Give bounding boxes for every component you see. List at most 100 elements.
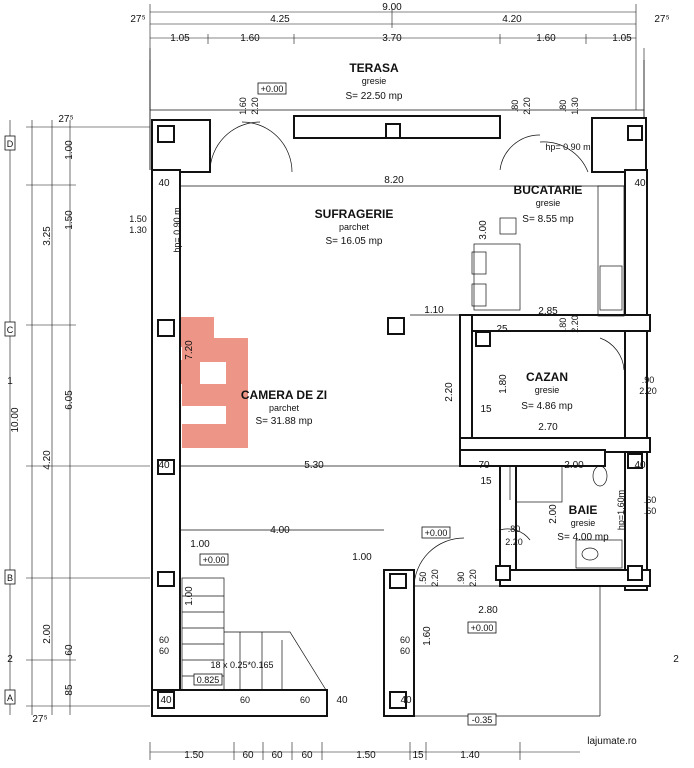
dim-300: 3.00: [478, 220, 489, 240]
dim-bottom-0: 1.50: [184, 750, 204, 761]
room-area-camera: S= 31.88 mp: [256, 416, 313, 427]
door-terrace-w: 1.60: [238, 97, 248, 115]
bottom-dimension-lines: [149, 742, 580, 760]
dim-40-1: 40: [634, 178, 646, 189]
left-dimension-lines: [9, 120, 150, 715]
room-area-baie: S= 4.00 mp: [557, 532, 609, 543]
dim-200-v: 2.00: [548, 504, 559, 524]
win-left-w: 1.50: [129, 214, 147, 224]
axis-1: 1: [7, 376, 13, 387]
dim-40-3: 40: [634, 460, 646, 471]
level-entry: +0.00: [203, 555, 226, 565]
axis-2: 2: [7, 654, 13, 665]
room-finish-terasa: gresie: [362, 76, 387, 86]
dim-270: 2.70: [538, 422, 558, 433]
dim-100-b: 1.00: [352, 552, 372, 563]
dim-left-b: 4.20: [42, 450, 53, 470]
room-area-terasa: S= 22.50 mp: [346, 91, 403, 102]
room-area-cazan: S= 4.86 mp: [521, 401, 573, 412]
bath-fixtures: [515, 465, 623, 569]
entry-d: 2.20: [468, 569, 478, 587]
kitchen-fixtures: [471, 185, 625, 317]
dim-220: 2.20: [444, 382, 455, 402]
dim-corner-left: 27⁵: [130, 14, 145, 25]
kit-win-d: 1.30: [570, 97, 580, 115]
axis-markers: [4, 135, 16, 705]
dim-total-width: 9.00: [382, 2, 402, 13]
baie-win-a: .60: [644, 495, 657, 505]
dim-left-d: 2.00: [42, 624, 53, 644]
room-name-bucatarie: BUCATARIE: [514, 183, 583, 197]
dim-top-row-0: 1.05: [170, 33, 190, 44]
cazan-door-b: 2.20: [570, 315, 580, 333]
dim-40-6: 40: [336, 695, 348, 706]
dim-top-row-1: 1.60: [240, 33, 260, 44]
dim-200: 2.00: [564, 460, 584, 471]
room-name-terasa: TERASA: [349, 61, 399, 75]
dim-left-low-b: 85: [64, 684, 75, 696]
door-terrace-h: 2.20: [250, 97, 260, 115]
kit-win-a: .80: [510, 100, 520, 113]
dim-total-height: 10.00: [10, 407, 21, 432]
dim-60-2: 60: [240, 695, 250, 705]
dim-160-v: 1.60: [422, 626, 433, 646]
dim-left-top-b: 1.50: [64, 210, 75, 230]
axis-c: C: [7, 325, 14, 335]
dim-bottom-5: 15: [412, 750, 424, 761]
dim-720: 7.20: [184, 340, 195, 360]
kit-win-c: .80: [558, 100, 568, 113]
doors: [209, 121, 625, 589]
dim-60-5: 60: [400, 646, 410, 656]
staircase: [181, 577, 327, 691]
dim-60-0: 60: [159, 635, 169, 645]
dim-820: 8.20: [384, 175, 404, 186]
level-porch: +0.00: [471, 623, 494, 633]
axis-a: A: [7, 693, 13, 703]
entry-b: 2.20: [430, 569, 440, 587]
baie-door-b: 2.20: [505, 537, 523, 547]
entry-c: .90: [456, 572, 466, 585]
room-finish-baie: gresie: [571, 518, 596, 528]
columns: [157, 123, 643, 709]
dim-left-c: 6.05: [64, 390, 75, 410]
cazan-win-a: .90: [642, 375, 655, 385]
baie-hp: hp=1.60m: [616, 490, 626, 530]
room-area-bucatarie: S= 8.55 mp: [522, 214, 574, 225]
dim-top-row-2: 3.70: [382, 33, 402, 44]
baie-door-a: .80: [508, 524, 521, 534]
dim-40-0: 40: [158, 178, 170, 189]
dim-530: 5.30: [304, 460, 324, 471]
dim-100-a: 1.00: [190, 539, 210, 550]
baie-win-b: .60: [644, 506, 657, 516]
dim-bottom-6: 1.40: [460, 750, 480, 761]
entry-a: .50: [418, 572, 428, 585]
dim-100-v: 1.00: [184, 586, 195, 606]
dim-60-1: 60: [159, 646, 169, 656]
axis-d: D: [7, 139, 14, 149]
dim-bottom-3: 60: [301, 750, 313, 761]
level-hall: +0.00: [425, 528, 448, 538]
room-finish-bucatarie: gresie: [536, 198, 561, 208]
dim-top-row-3: 1.60: [536, 33, 556, 44]
room-name-sufragerie: SUFRAGERIE: [315, 207, 394, 221]
watermark: lajumate.ro: [587, 736, 637, 747]
level-terrace: +0.00: [261, 84, 284, 94]
dim-15-b: 15: [480, 476, 492, 487]
dim-corner-bottom: 27⁵: [32, 714, 47, 725]
dim-left-a: 3.25: [42, 226, 53, 246]
inner-lines: [180, 185, 625, 717]
dim-top-row-4: 1.05: [612, 33, 632, 44]
dim-40-2: 40: [158, 460, 170, 471]
dim-285: 2.85: [538, 306, 558, 317]
dim-corner-right: 27⁵: [654, 14, 669, 25]
outer-walls: [151, 115, 651, 717]
axis-2-right: 2: [673, 654, 679, 665]
room-finish-camera: parchet: [269, 403, 300, 413]
kit-win-b: 2.20: [522, 97, 532, 115]
dim-60-3: 60: [300, 695, 310, 705]
dim-left-low-a: 60: [64, 644, 75, 656]
room-area-sufragerie: S= 16.05 mp: [326, 236, 383, 247]
dim-280: 2.80: [478, 605, 498, 616]
stair-label: 18 x 0.25*0.165: [210, 660, 273, 670]
